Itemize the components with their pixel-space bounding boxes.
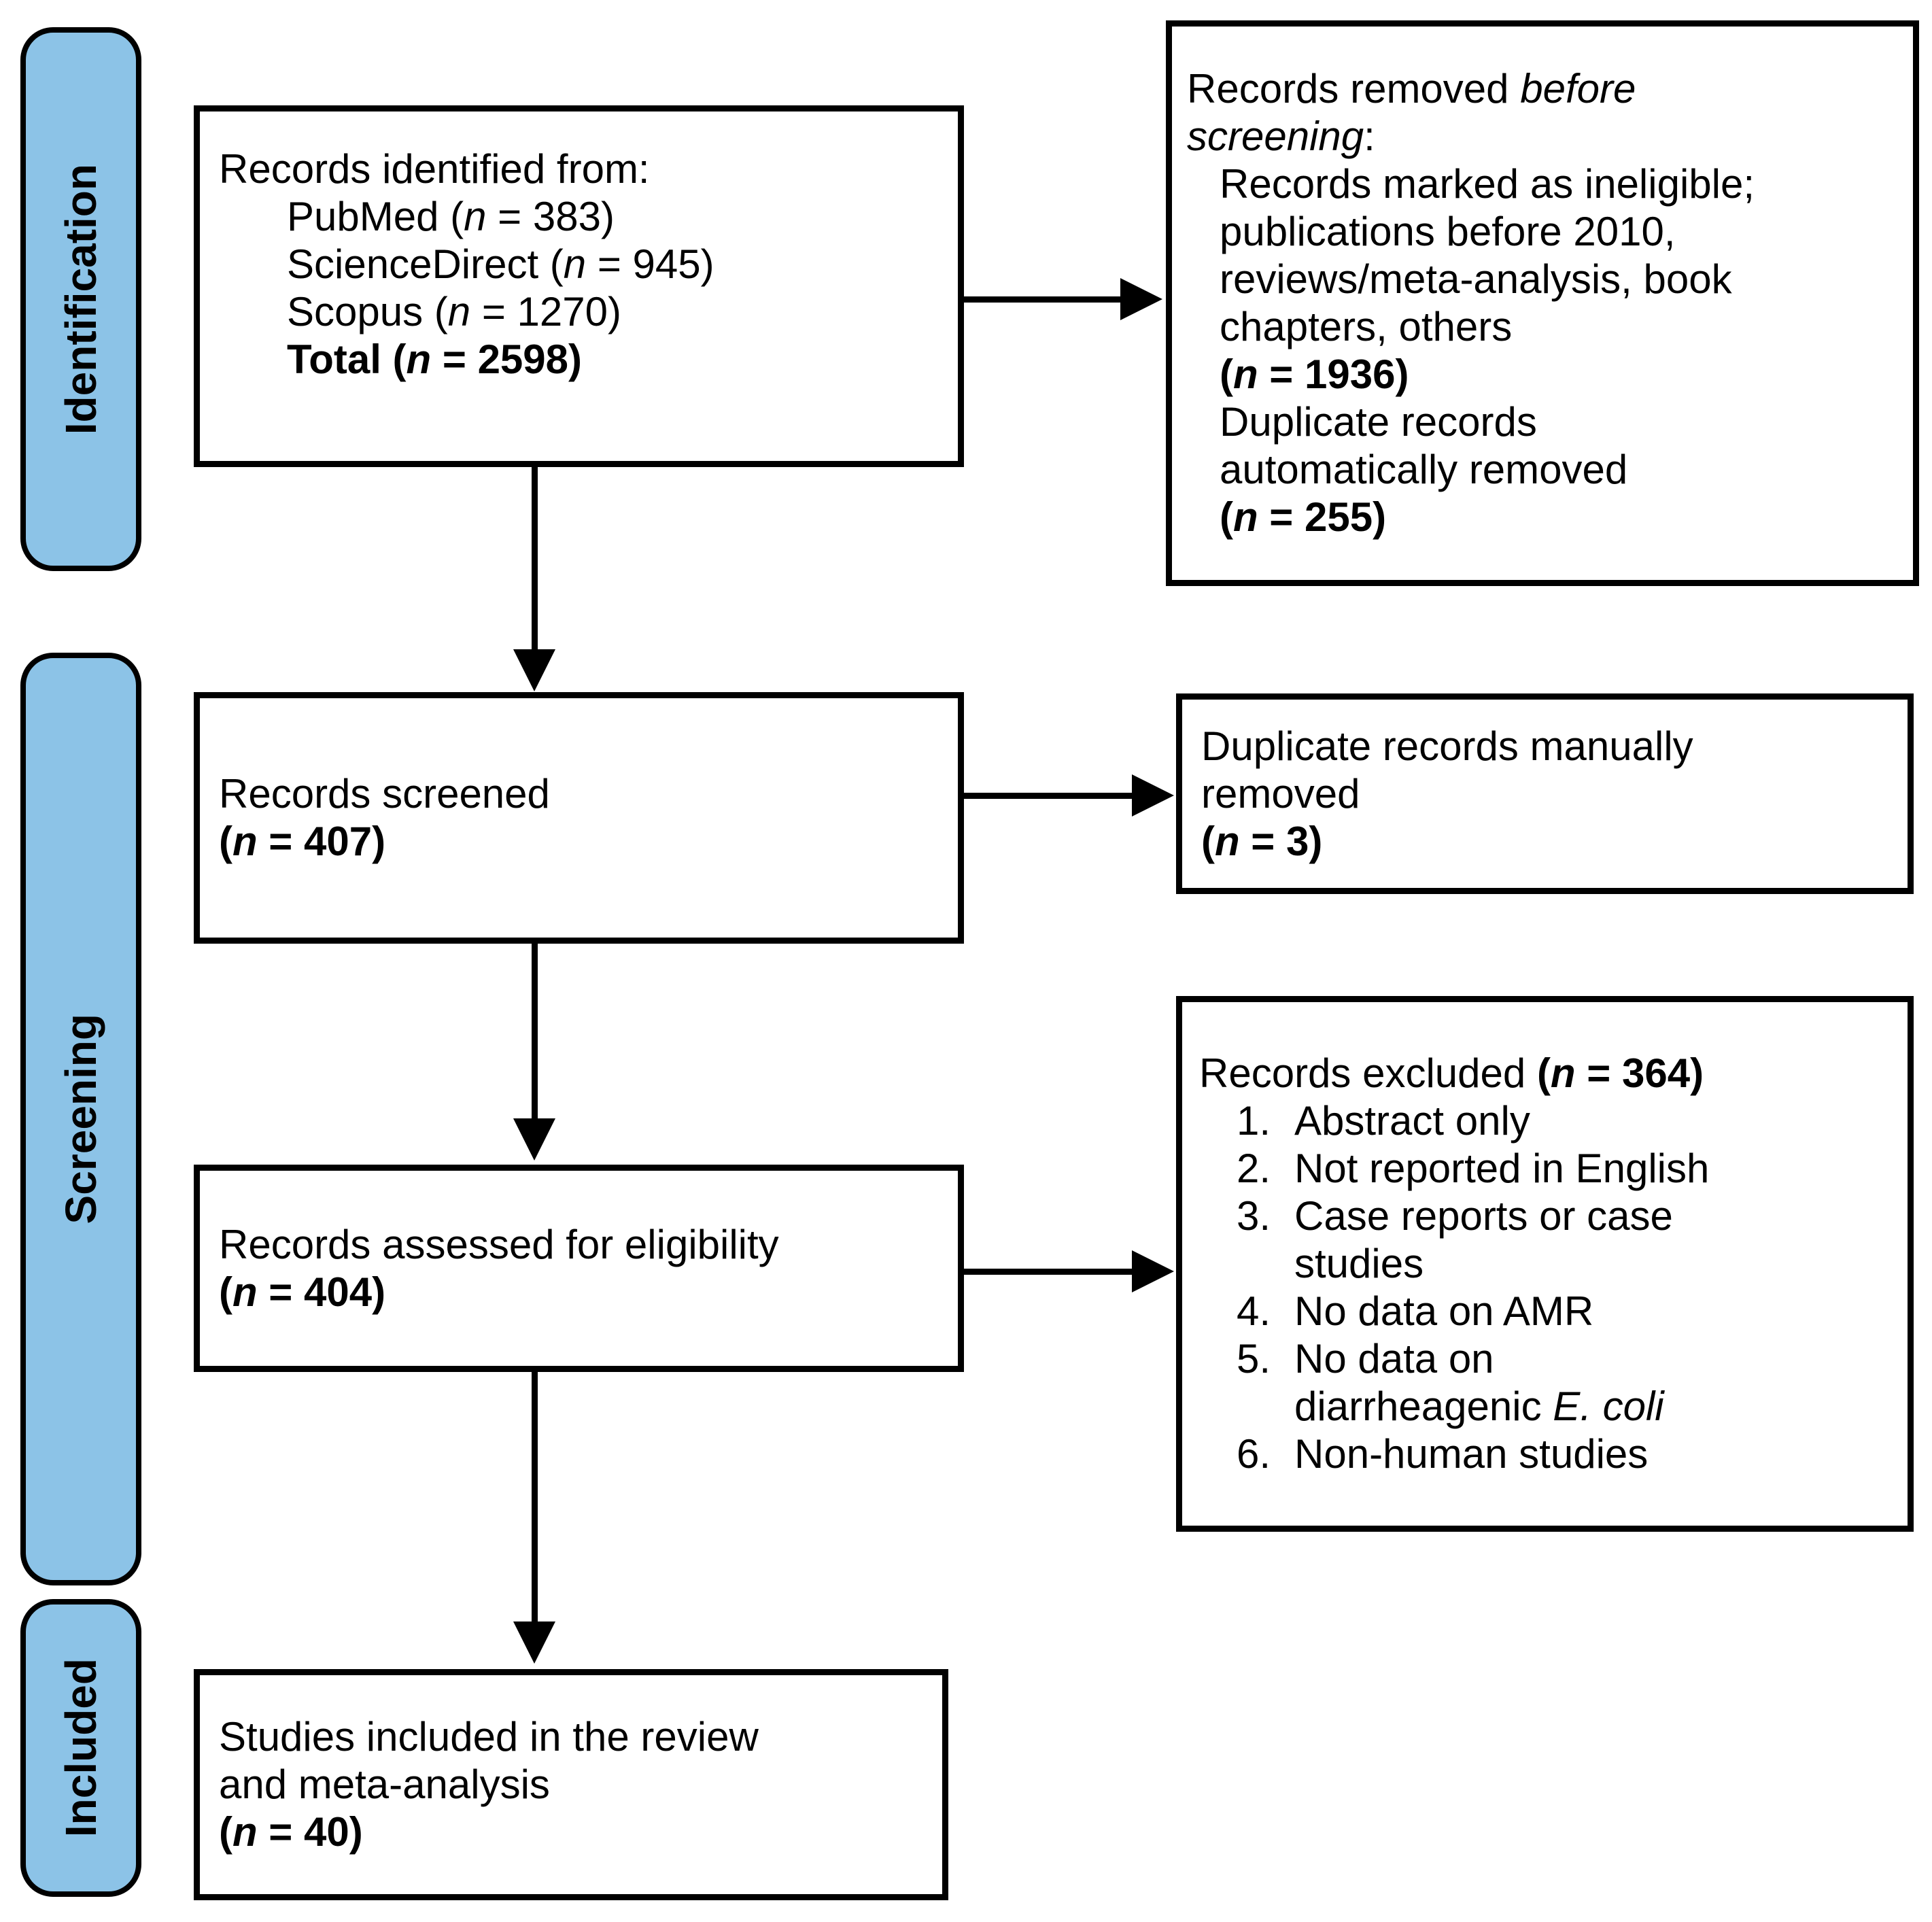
list-item-text: No data on [1294, 1336, 1494, 1382]
text-line: Duplicate records manually [1201, 723, 1693, 769]
list-item-text: Not reported in English [1294, 1146, 1710, 1191]
list-number: 4. [1237, 1288, 1271, 1334]
text-line: diarrheagenic E. coli [1294, 1384, 1664, 1429]
arrow-down-icon [513, 1621, 555, 1664]
arrow-down-icon [513, 649, 555, 691]
arrow-stem [964, 793, 1134, 799]
text-line: (n = 40) [219, 1809, 363, 1855]
text-line: Records excluded (n = 364) [1199, 1050, 1704, 1096]
text-line: 4. No data on AMR [1237, 1288, 1894, 1335]
text-line: Scopus (n = 1270) [287, 289, 621, 334]
list-item-text: Abstract only [1294, 1098, 1530, 1144]
text-line: ScienceDirect (n = 945) [287, 241, 714, 287]
text-line: chapters, others [1220, 304, 1513, 349]
text-line: Records screened [219, 771, 550, 817]
stage-label-screening: Screening [20, 653, 141, 1585]
arrow-stem [964, 1269, 1134, 1275]
list-number: 3. [1237, 1193, 1271, 1239]
arrow-right-icon [1120, 278, 1162, 320]
box-records-assessed: Records assessed for eligibility(n = 404… [194, 1165, 964, 1372]
text-line: removed [1201, 770, 1360, 817]
text-line: Records assessed for eligibility [219, 1221, 779, 1267]
text-line: 6. Non-human studies [1237, 1430, 1894, 1478]
stage-label-included-text: Included [56, 1658, 105, 1838]
text-line: (n = 407) [219, 819, 386, 864]
text-line: screening: [1187, 114, 1375, 159]
text-line: 3. Case reports or case [1237, 1192, 1894, 1240]
text-line: (n = 3) [1201, 818, 1323, 864]
text-line: Duplicate records [1220, 399, 1537, 445]
list-item-text: No data on AMR [1294, 1288, 1594, 1334]
arrow-stem [962, 296, 1122, 303]
text-line: Records identified from: [219, 146, 650, 192]
text-line: Records marked as ineligible; [1220, 161, 1755, 207]
text-line: 2. Not reported in English [1237, 1145, 1894, 1192]
text-line: Records removed before [1187, 66, 1636, 111]
box-records-screened: Records screened(n = 407) [194, 692, 964, 944]
text-line: 1. Abstract only [1237, 1097, 1894, 1145]
text-line: publications before 2010, [1220, 209, 1676, 254]
list-item-text: Non-human studies [1294, 1431, 1649, 1477]
text-line: reviews/meta-analysis, book [1220, 256, 1732, 302]
list-number: 1. [1237, 1098, 1271, 1144]
arrow-right-icon [1132, 1250, 1174, 1292]
box-records-identified: Records identified from:PubMed (n = 383)… [194, 105, 964, 467]
text-line: (n = 255) [1220, 494, 1387, 540]
text-line: Total (n = 2598) [287, 337, 583, 382]
text-line: and meta-analysis [219, 1762, 550, 1807]
arrow-stem [532, 467, 538, 652]
text-line: 5. No data on [1237, 1335, 1894, 1383]
arrow-right-icon [1132, 774, 1174, 817]
stage-label-included: Included [20, 1599, 141, 1897]
text-line: Studies included in the review [219, 1714, 759, 1760]
text-line: PubMed (n = 383) [287, 194, 615, 239]
text-line: automatically removed [1220, 447, 1628, 492]
list-number: 5. [1237, 1336, 1271, 1382]
list-number: 6. [1237, 1431, 1271, 1477]
text-line: (n = 1936) [1220, 351, 1409, 397]
box-records-excluded: Records excluded (n = 364)1. Abstract onl… [1176, 996, 1914, 1532]
arrow-down-icon [513, 1118, 555, 1161]
arrow-stem [532, 942, 538, 1120]
list-number: 2. [1237, 1146, 1271, 1191]
list-item-text: Case reports or case [1294, 1193, 1673, 1239]
stage-label-identification: Identification [20, 27, 141, 571]
stage-label-identification-text: Identification [56, 163, 105, 435]
text-line: (n = 404) [219, 1269, 386, 1315]
text-line: studies [1294, 1241, 1424, 1286]
stage-label-screening-text: Screening [56, 1014, 105, 1224]
arrow-stem [532, 1371, 538, 1624]
